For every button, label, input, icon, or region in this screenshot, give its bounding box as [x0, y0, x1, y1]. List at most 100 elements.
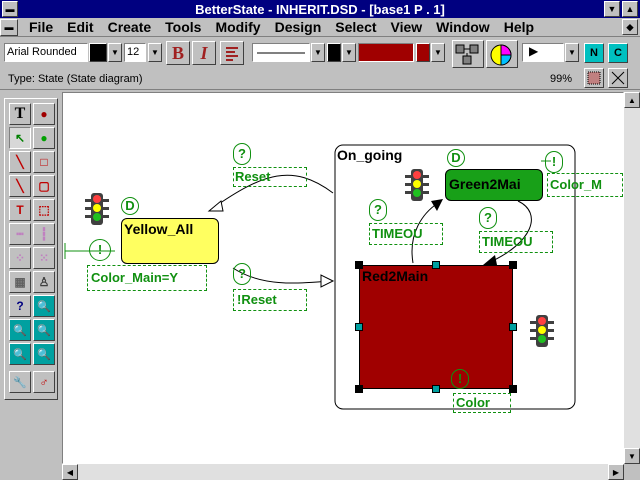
diagram-canvas[interactable]: Yellow_All D ! Color_Main=Y ? Reset ? !R…	[62, 92, 624, 464]
timeout-condition-marker-1[interactable]: ?	[369, 199, 387, 221]
label-tool-button[interactable]: T	[9, 199, 31, 221]
selection-handle[interactable]	[355, 261, 363, 269]
fill-color-swatch[interactable]	[416, 43, 430, 62]
selection-handle[interactable]	[432, 385, 440, 393]
italic-button[interactable]: I	[192, 41, 216, 65]
font-name-field[interactable]: Arial Rounded	[4, 43, 88, 62]
selection-handle[interactable]	[509, 385, 517, 393]
menu-tools[interactable]: Tools	[165, 19, 202, 35]
selection-handle[interactable]	[509, 261, 517, 269]
fill-color-field[interactable]	[358, 43, 414, 62]
font-size-dropdown[interactable]: ▼	[148, 43, 162, 62]
selection-handle[interactable]	[509, 323, 517, 331]
line-color-swatch[interactable]	[327, 43, 341, 62]
selection-handle[interactable]	[432, 261, 440, 269]
zoom-tool-button[interactable]: 🔍	[33, 295, 55, 317]
menu-file[interactable]: File	[29, 19, 54, 35]
not-reset-label[interactable]: !Reset	[233, 289, 307, 311]
default-state-marker[interactable]: D	[447, 149, 465, 167]
zoom-page-button[interactable]: 🔍	[33, 319, 55, 341]
maximize-button[interactable]: ▲	[622, 1, 638, 17]
doc-system-menu-button[interactable]: ▬	[0, 18, 18, 36]
menu-create[interactable]: Create	[107, 19, 152, 35]
not-reset-condition-marker[interactable]: ?	[233, 263, 251, 285]
bicycle-tool-button[interactable]: ♂	[33, 371, 55, 393]
traffic-light-icon	[85, 193, 109, 225]
text-tool-button[interactable]: T	[9, 103, 31, 125]
menu-select[interactable]: Select	[335, 19, 377, 35]
zoom-fit-button[interactable]: 🔍	[9, 319, 31, 341]
codegen-icon	[455, 44, 479, 65]
container-tool-button[interactable]: ⬚	[33, 199, 55, 221]
line-color-dropdown[interactable]: ▼	[342, 43, 356, 62]
scroll-up-button[interactable]: ▲	[624, 92, 640, 108]
hline-tool-button[interactable]: ┅	[9, 223, 31, 245]
menu-modify[interactable]: Modify	[215, 19, 261, 35]
menu-design[interactable]: Design	[274, 19, 322, 35]
color-main-y-label[interactable]: Color_Main=Y	[87, 265, 207, 291]
restore-button[interactable]: ◆	[622, 19, 638, 35]
menu-window[interactable]: Window	[436, 19, 490, 35]
green2main-label: Green2Mai	[449, 176, 521, 192]
menu-edit[interactable]: Edit	[67, 19, 94, 35]
help-tool-button[interactable]: ?	[9, 295, 31, 317]
fill-color-dropdown[interactable]: ▼	[431, 43, 445, 62]
pattern-tool-button[interactable]: ▦	[9, 271, 31, 293]
line-style-field[interactable]	[252, 43, 310, 62]
ongoing-container-border	[334, 144, 576, 410]
vertical-scrollbar[interactable]: ▲ ▼	[624, 92, 640, 464]
n-button[interactable]: N	[584, 43, 604, 63]
line-style-dropdown[interactable]: ▼	[311, 43, 325, 62]
entry-action-marker[interactable]: !	[89, 239, 111, 261]
red-action-marker[interactable]: !	[451, 369, 469, 389]
wrench-tool-button[interactable]: 🔧	[9, 371, 31, 393]
default-state-marker[interactable]: D	[121, 197, 139, 215]
font-color-swatch[interactable]	[89, 43, 107, 62]
vline-tool-button[interactable]: ┇	[33, 223, 55, 245]
scroll-down-button[interactable]: ▼	[624, 448, 640, 464]
menu-view[interactable]: View	[390, 19, 423, 35]
font-size-field[interactable]: 12	[124, 43, 146, 62]
align-button[interactable]	[220, 41, 244, 65]
snap-button[interactable]	[608, 68, 628, 88]
system-menu-button[interactable]: ▬	[2, 1, 18, 17]
zoom-out-button[interactable]: 🔍	[9, 343, 31, 365]
line-tool-button[interactable]: ╲	[9, 175, 31, 197]
horizontal-scrollbar[interactable]: ◀ ▶	[62, 464, 624, 480]
rounded-rect-tool-button[interactable]: ▢	[33, 175, 55, 197]
yellow-all-state[interactable]: Yellow_All	[121, 218, 219, 264]
red2main-state[interactable]: Red2Main	[359, 265, 513, 389]
reset-condition-marker[interactable]: ?	[233, 143, 251, 165]
c-button[interactable]: C	[608, 43, 628, 63]
scroll-left-button[interactable]: ◀	[62, 464, 78, 480]
minimize-button[interactable]: ▼	[604, 1, 620, 17]
rectangle-tool-button[interactable]: □	[33, 151, 55, 173]
junction-tool-button[interactable]: ●	[33, 127, 55, 149]
zoom-in-button[interactable]: 🔍	[33, 343, 55, 365]
selection-handle[interactable]	[355, 323, 363, 331]
reset-label[interactable]: Reset	[233, 167, 307, 187]
selection-handle[interactable]	[355, 385, 363, 393]
green2main-state[interactable]: Green2Mai	[445, 169, 543, 201]
green-action-marker[interactable]: !	[545, 151, 563, 173]
color-red-label[interactable]: Color	[453, 393, 511, 413]
scroll-right-button[interactable]: ▶	[608, 464, 624, 480]
grid-button[interactable]	[584, 68, 604, 88]
mode-dropdown[interactable]: ▼	[565, 43, 579, 62]
color-main-g-label[interactable]: Color_M	[547, 173, 623, 197]
timeout-label-2[interactable]: TIMEOU	[479, 231, 553, 253]
mode-field[interactable]: ▶	[522, 43, 564, 62]
transition-tool-button[interactable]: ╲	[9, 151, 31, 173]
select-tool-button[interactable]: ↖	[9, 127, 31, 149]
dots-tool-button[interactable]: ⁘	[9, 247, 31, 269]
codegen-button[interactable]	[452, 40, 484, 68]
state-tool-button[interactable]: ●	[33, 103, 55, 125]
chart-button[interactable]	[486, 40, 518, 68]
timeout-condition-marker-2[interactable]: ?	[479, 207, 497, 229]
menu-help[interactable]: Help	[503, 19, 535, 35]
dots2-tool-button[interactable]: ⁙	[33, 247, 55, 269]
bold-button[interactable]: B	[166, 41, 190, 65]
figure-tool-button[interactable]: ♙	[33, 271, 55, 293]
timeout-label-1[interactable]: TIMEOU	[369, 223, 443, 245]
font-color-dropdown[interactable]: ▼	[108, 43, 122, 62]
